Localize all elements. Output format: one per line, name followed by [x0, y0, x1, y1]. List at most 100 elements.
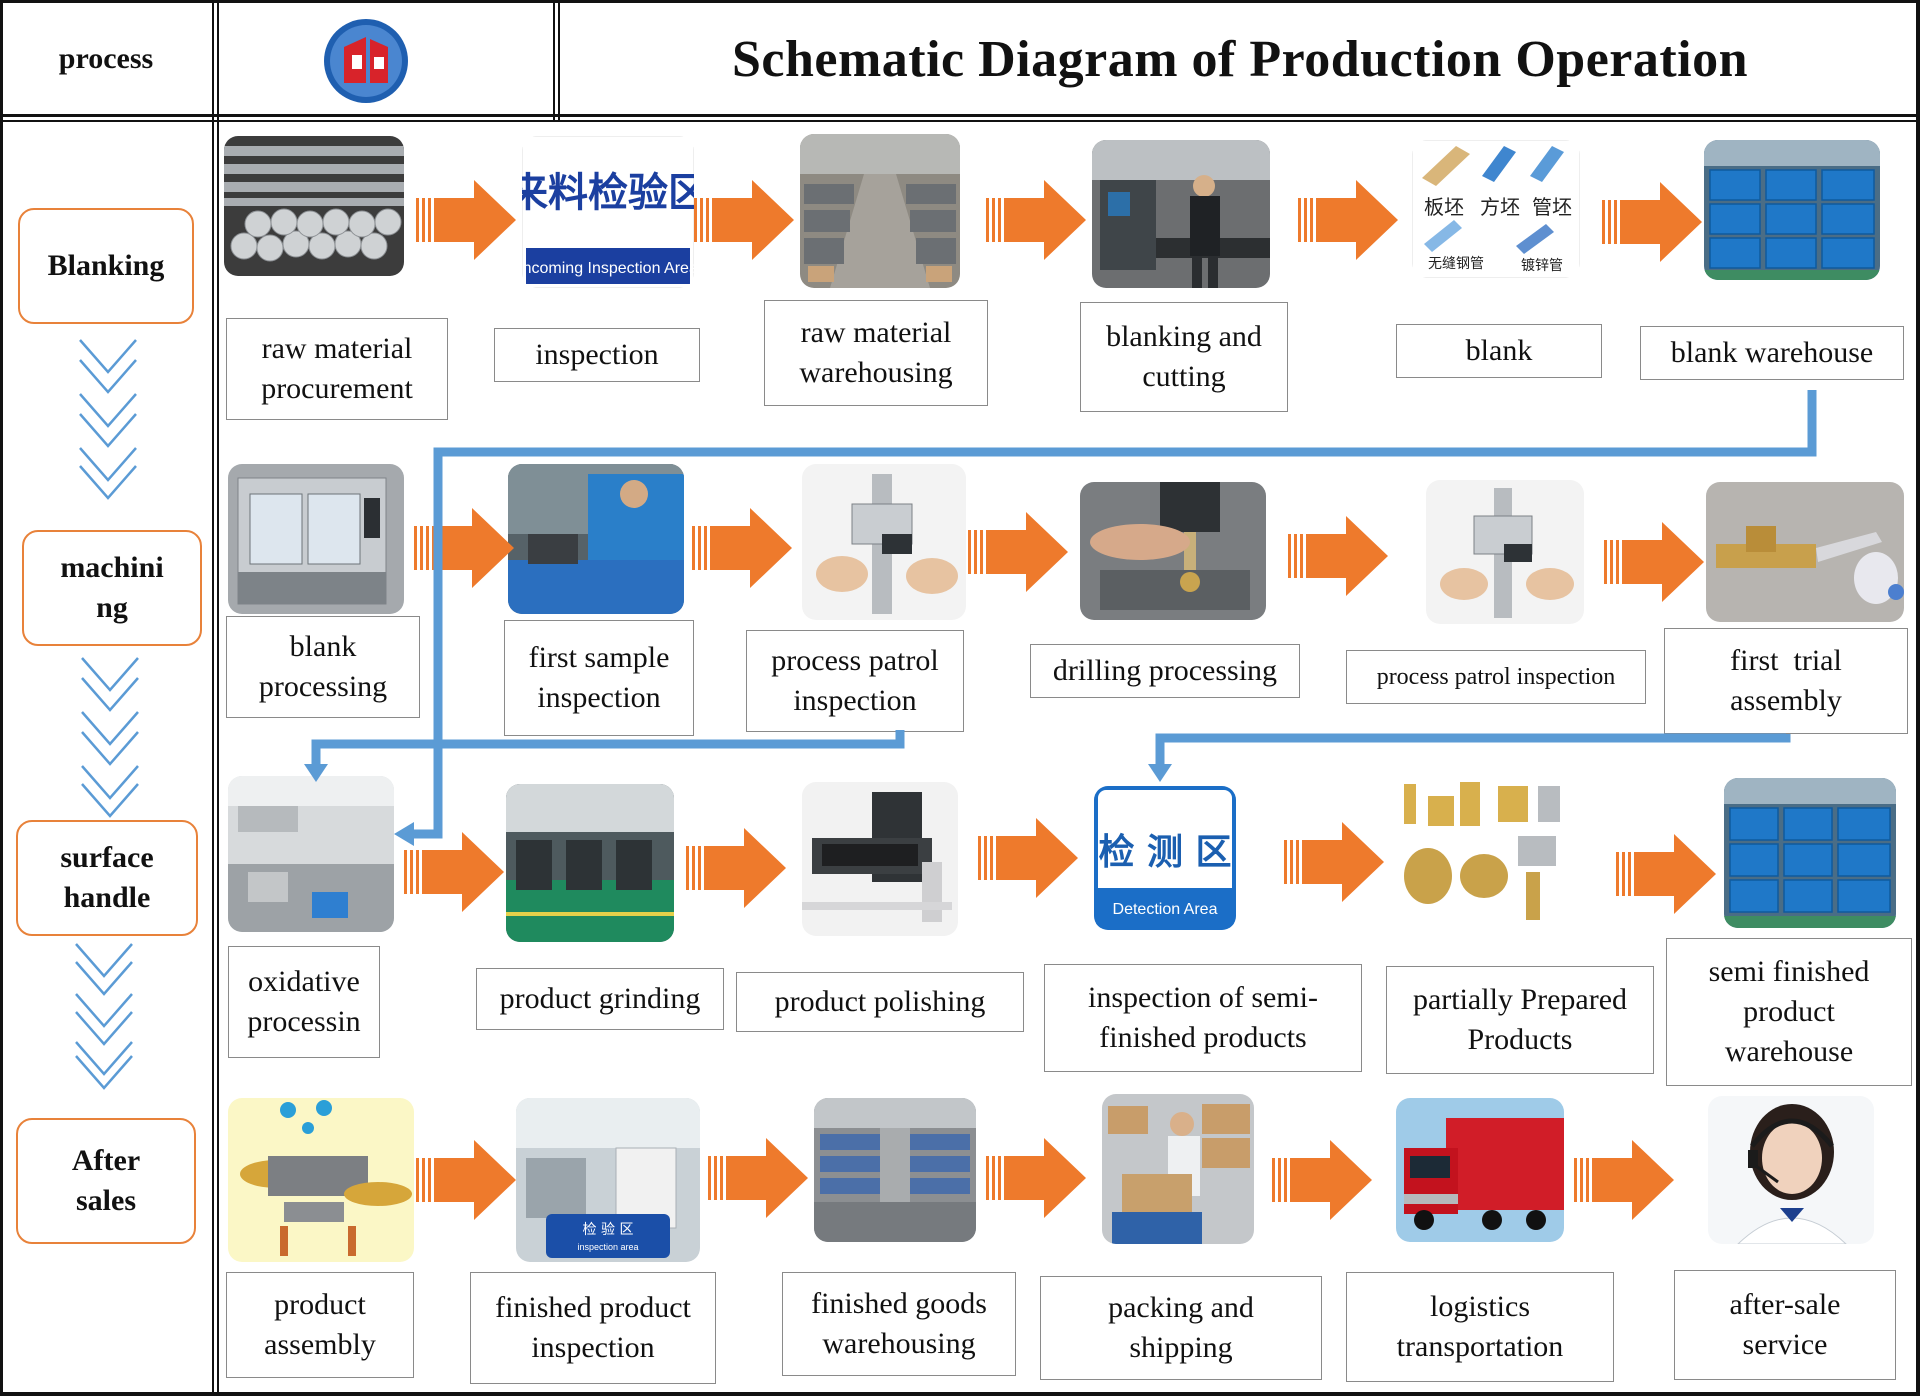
- step-label-line: oxidative: [248, 965, 360, 998]
- right-arrow-icon: [404, 832, 504, 912]
- stage-label-line: ng: [96, 591, 128, 624]
- step-label-line: logistics: [1429, 1290, 1530, 1323]
- step-label-raw-material-procurement: raw material procurement: [226, 318, 448, 420]
- detection-area-sign-image: 检 测 区 Detection Area: [1094, 786, 1236, 930]
- oxidation-workshop-image: [228, 776, 394, 932]
- connector-arrowhead-icon: [1148, 764, 1172, 782]
- stage-label-line: sales: [76, 1184, 136, 1217]
- step-label-blank: blank: [1396, 324, 1602, 378]
- packing-worker-image: [1102, 1094, 1254, 1244]
- first-sample-inspection-image: [508, 464, 684, 614]
- stage-label-line: surface: [60, 841, 154, 874]
- blue-crates-image-2: [1724, 778, 1896, 928]
- blank-types-image: 板坯 方坯 管坯 无缝钢管 镀锌管: [1412, 140, 1580, 278]
- step-label-line: after-sale: [1729, 1288, 1841, 1321]
- inspection-area-floor-image: 检 验 区 inspection area: [516, 1098, 700, 1262]
- step-label-line: packing and: [1108, 1291, 1254, 1324]
- blank-caption: 无缝钢管: [1428, 256, 1484, 272]
- polishing-machine-image: [802, 782, 958, 936]
- step-label-line: semi finished: [1708, 955, 1870, 988]
- warehouse-image: [800, 134, 960, 288]
- brass-parts-image: [1398, 776, 1566, 926]
- sign-cn-text: 检 测 区: [1098, 832, 1231, 873]
- step-label-line: processin: [247, 1005, 361, 1038]
- step-label-line: process patrol inspection: [1376, 664, 1616, 690]
- step-label-line: blank: [289, 630, 357, 663]
- step-label-line: warehousing: [822, 1327, 976, 1360]
- right-arrow-icon: [1616, 834, 1716, 914]
- blank-caption: 板坯: [1424, 195, 1464, 219]
- right-arrow-icon: [986, 180, 1086, 260]
- cutting-machine-operator-image: [1092, 140, 1270, 288]
- header-logo-divider-2: [558, 0, 560, 120]
- sign-en-text: Incoming Inspection Area: [522, 260, 694, 277]
- frame-bottom: [0, 1392, 1920, 1396]
- blue-crates-image: [1704, 140, 1880, 280]
- step-label-line: Products: [1467, 1023, 1573, 1056]
- stage-blanking: Blanking: [18, 208, 194, 324]
- step-label-oxidative-processin: oxidative processin: [228, 946, 380, 1058]
- right-arrow-icon: [416, 1140, 516, 1220]
- frame-right: [1916, 0, 1920, 1396]
- right-arrow-icon: [968, 512, 1068, 592]
- frame-top: [0, 0, 1920, 3]
- step-label-line: procurement: [261, 372, 413, 405]
- step-label-drilling-processing: drilling processing: [1030, 644, 1300, 698]
- blank-caption: 管坯: [1532, 195, 1572, 219]
- step-label-line: product polishing: [774, 985, 986, 1018]
- step-label-packing-and-shipping: packing and shipping: [1040, 1276, 1322, 1380]
- step-label-line: product: [274, 1288, 366, 1321]
- step-label-inspection-of-semi-finished-products: inspection of semi-finished products: [1044, 964, 1362, 1072]
- sign-en-text: inspection area: [577, 1242, 638, 1252]
- stage-label-line: After: [71, 1144, 141, 1177]
- step-label-line: finished product: [495, 1291, 691, 1324]
- step-label-line: assembly: [264, 1328, 376, 1361]
- chevron-down-icon: [75, 943, 133, 1090]
- sign-cn-text: 来料检验区: [522, 170, 694, 216]
- trial-assembly-image: [1706, 482, 1904, 622]
- company-logo: [322, 17, 410, 105]
- step-label-blank-warehouse: blank warehouse: [1640, 326, 1904, 380]
- step-label-line: blanking and: [1106, 320, 1262, 353]
- step-label-line: cutting: [1142, 360, 1226, 393]
- column-divider-2: [217, 0, 219, 1396]
- finished-goods-warehouse-image: [814, 1098, 976, 1242]
- blank-caption: 方坯: [1480, 195, 1520, 219]
- step-label-line: blank: [1465, 334, 1533, 367]
- step-label-line: process patrol: [771, 644, 939, 677]
- caliper-measurement-image: [802, 464, 966, 620]
- step-label-line: raw material: [261, 332, 413, 365]
- right-arrow-icon: [1284, 822, 1384, 902]
- step-label-line: drilling processing: [1052, 654, 1278, 687]
- process-header-label: process: [58, 42, 154, 75]
- step-label-line: raw material: [800, 316, 952, 349]
- step-label-logistics-transportation: logistics transportation: [1346, 1272, 1614, 1382]
- red-truck-image: [1396, 1098, 1564, 1242]
- header-divider-1: [0, 114, 1920, 117]
- right-arrow-icon: [1298, 180, 1398, 260]
- right-arrow-icon: [1574, 1140, 1674, 1220]
- step-label-blanking-and-cutting: blanking and cutting: [1080, 302, 1288, 412]
- right-arrow-icon: [692, 508, 792, 588]
- assembly-parts-image: [228, 1098, 414, 1262]
- step-label-line: transportation: [1396, 1330, 1564, 1363]
- chevron-down-icon: [79, 339, 137, 500]
- step-label-inspection: inspection: [494, 328, 700, 382]
- stage-label-line: handle: [63, 881, 151, 914]
- step-label-line: first trial: [1730, 644, 1842, 677]
- step-label-process-patrol-inspection-2: process patrol inspection: [1346, 650, 1646, 704]
- step-label-line: shipping: [1129, 1331, 1233, 1364]
- sign-en-text: Detection Area: [1113, 901, 1218, 918]
- right-arrow-icon: [414, 508, 514, 588]
- step-label-line: product: [1743, 995, 1835, 1028]
- frame-left: [0, 0, 3, 1396]
- step-label-product-polishing: product polishing: [736, 972, 1024, 1032]
- step-label-product-grinding: product grinding: [476, 968, 724, 1030]
